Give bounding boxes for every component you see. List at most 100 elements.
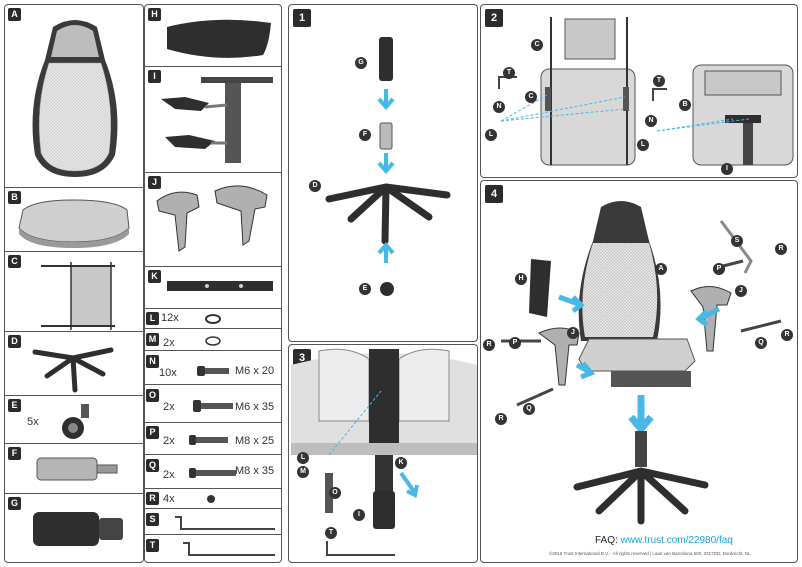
part-marker: N (645, 115, 657, 127)
caster-wheel-illustration (62, 404, 89, 439)
part-d-cell: D (5, 332, 143, 396)
allen-key-icon (175, 516, 275, 530)
part-marker: D (309, 180, 321, 192)
part-i-cell: I (145, 67, 281, 173)
faq-link[interactable]: www.trust.com/22980/faq (620, 535, 733, 546)
step-4-panel: 4 S R H A P J R P J Q R R Q FAQ: www.tru… (480, 180, 798, 563)
step-2-panel: 2 C T C N L B T N L I (480, 4, 798, 178)
part-marker: P (509, 337, 521, 349)
parts-panel-left: A B C D E 5x (4, 4, 144, 563)
hardware-quantity: 4x (163, 493, 175, 505)
armrests-illustration (156, 185, 268, 252)
mechanism-illustration (161, 77, 273, 163)
hardware-quantity: 2x (163, 337, 175, 349)
part-marker: K (395, 457, 407, 469)
headrest-bracket-illustration (41, 262, 115, 330)
part-marker: R (483, 339, 495, 351)
part-marker: H (515, 273, 527, 285)
hardware-letter: P (146, 426, 159, 439)
hardware-t-cell: T (145, 535, 281, 562)
gas-lift-illustration (36, 457, 118, 481)
part-marker: M (297, 466, 309, 478)
part-marker: G (355, 57, 367, 69)
bolt-size: M8 x 25 (235, 435, 275, 447)
part-letter: D (8, 335, 21, 348)
hardware-letter: T (146, 539, 159, 552)
part-k-cell: K (145, 267, 281, 309)
part-marker: O (329, 487, 341, 499)
hardware-m-cell: M 2x (145, 329, 281, 351)
part-b-cell: B (5, 188, 143, 252)
base-star-illustration (32, 347, 114, 393)
spring-washer-icon (205, 336, 221, 346)
hardware-letter: S (146, 513, 159, 526)
seat-illustration (18, 199, 130, 248)
part-letter: H (148, 8, 161, 21)
hardware-letter: R (146, 492, 159, 505)
part-marker: F (359, 129, 371, 141)
faq-line: FAQ: www.trust.com/22980/faq (595, 535, 733, 546)
part-letter: J (148, 176, 161, 189)
part-marker: J (567, 327, 579, 339)
part-marker: T (503, 67, 515, 79)
part-letter: C (8, 255, 21, 268)
part-letter: F (8, 447, 21, 460)
hardware-letter: L (146, 312, 159, 325)
part-marker: T (325, 527, 337, 539)
gas-lift-cover-illustration (33, 512, 123, 546)
part-f-cell: F (5, 444, 143, 494)
part-letter: A (8, 8, 21, 21)
part-letter: I (148, 70, 161, 83)
part-marker: Q (523, 403, 535, 415)
hardware-letter: O (146, 389, 159, 402)
part-marker: B (679, 99, 691, 111)
step-3-panel: 3 L M O K I T (288, 344, 478, 563)
copyright-text: ©2018 Trust International B.V. - All rig… (549, 551, 751, 556)
step-number: 1 (293, 9, 311, 27)
step-1-base-assembly (325, 37, 451, 296)
bolt-size: M8 x 35 (235, 465, 275, 477)
hardware-q-cell: Q 2x M8 x 35 (145, 455, 281, 489)
part-marker: Q (755, 337, 767, 349)
part-c-cell: C (5, 252, 143, 332)
part-marker: R (495, 413, 507, 425)
hardware-letter: M (146, 333, 159, 346)
part-marker: R (775, 243, 787, 255)
part-a-cell: A (5, 5, 143, 188)
part-letter: G (8, 497, 21, 510)
parts-panel-right: H I J K L 12x (144, 4, 282, 563)
hardware-l-cell: L 12x (145, 309, 281, 329)
hardware-quantity: 12x (161, 312, 179, 324)
hardware-quantity: 2x (163, 435, 175, 447)
hardware-letter: Q (146, 459, 159, 472)
part-marker: A (655, 263, 667, 275)
part-h-cell: H (145, 5, 281, 67)
part-letter: E (8, 399, 21, 412)
part-marker: L (297, 452, 309, 464)
hardware-s-cell: S (145, 509, 281, 535)
hardware-letter: N (146, 355, 159, 368)
hardware-r-cell: R 4x (145, 489, 281, 509)
step-number: 2 (485, 9, 503, 27)
bolt-size: M6 x 20 (235, 365, 275, 377)
part-e-cell: E 5x (5, 396, 143, 444)
step-2-headrest-mechanism (498, 17, 794, 166)
caster-quantity: 5x (27, 416, 39, 428)
bolt-icon (189, 435, 228, 445)
part-marker: P (713, 263, 725, 275)
bolt-icon (197, 366, 229, 376)
bolt-icon (193, 400, 233, 412)
bolt-icon (189, 468, 236, 478)
step-3-mechanism-assembly (291, 348, 477, 556)
part-marker: S (731, 235, 743, 247)
part-letter: K (148, 270, 161, 283)
part-j-cell: J (145, 173, 281, 267)
part-letter: B (8, 191, 21, 204)
part-marker: N (493, 101, 505, 113)
part-g-cell: G (5, 494, 143, 562)
part-marker: L (485, 129, 497, 141)
part-marker: C (525, 91, 537, 103)
back-cover-illustration (167, 19, 271, 58)
part-marker: E (359, 283, 371, 295)
backrest-illustration (32, 20, 118, 177)
